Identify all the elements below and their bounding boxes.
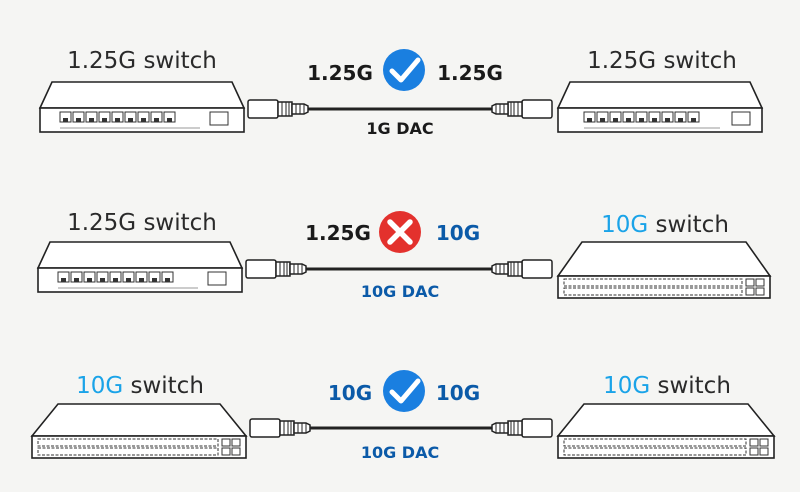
left-switch-device [36, 241, 244, 293]
cable-label: 10G DAC [361, 443, 439, 462]
right-speed: 10G [436, 381, 480, 405]
left-switch-label: 1.25G switch [67, 210, 217, 236]
check-icon [383, 370, 425, 412]
dac-cable [247, 99, 553, 119]
cross-icon [379, 211, 421, 253]
row-2: 1.25G switch 10G switch [36, 210, 772, 301]
right-speed: 1.25G [437, 61, 503, 85]
port-row [59, 111, 176, 123]
right-switch-device [556, 403, 776, 459]
left-switch-device [30, 403, 248, 459]
dac-cable [245, 259, 553, 279]
right-switch-device [556, 81, 764, 133]
right-switch-label: 10G switch [601, 212, 729, 238]
port-row [583, 111, 700, 123]
right-switch-label: 1.25G switch [587, 48, 737, 74]
port-row [57, 271, 174, 283]
dac-cable [249, 418, 553, 438]
row-3: 10G switch 10G switch [30, 370, 776, 462]
check-icon [383, 49, 425, 91]
cable-label: 1G DAC [366, 119, 433, 138]
port-grid [37, 438, 219, 456]
left-switch-label: 1.25G switch [67, 48, 217, 74]
left-speed: 1.25G [305, 221, 371, 245]
left-switch-device [38, 81, 246, 133]
right-switch-device [556, 241, 772, 299]
port-grid [563, 278, 743, 296]
right-switch-label: 10G switch [603, 373, 731, 399]
left-speed: 10G [328, 381, 372, 405]
row-1: 1.25G switch 1.25G switch [38, 48, 764, 138]
left-switch-label: 10G switch [76, 373, 204, 399]
port-grid [563, 438, 747, 456]
cable-label: 10G DAC [361, 282, 439, 301]
left-speed: 1.25G [307, 61, 373, 85]
right-speed: 10G [436, 221, 480, 245]
